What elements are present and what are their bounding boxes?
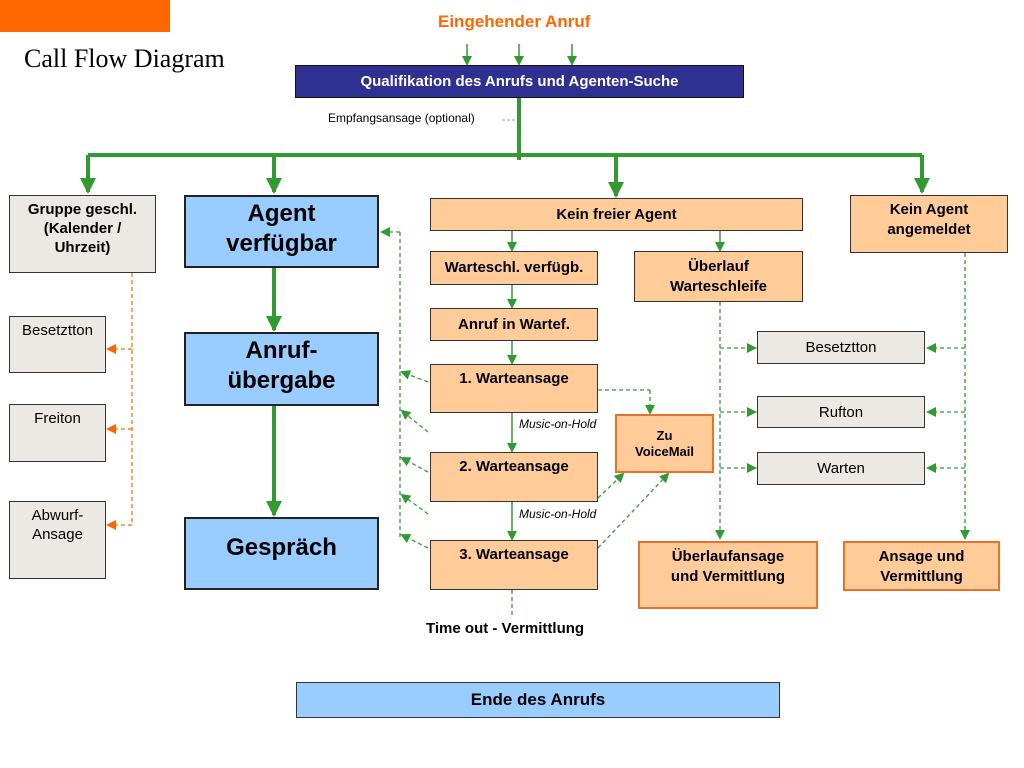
- call-in-queue-box: Anruf in Wartef.: [430, 308, 598, 341]
- overflow-ringing-box: Rufton: [757, 396, 925, 428]
- busy-tone-label: Besetztton: [22, 322, 93, 339]
- queue-available-box: Warteschl. verfügb.: [430, 251, 598, 285]
- overflow-queue-label: Überlauf Warteschleife: [670, 257, 767, 295]
- free-tone-box: Freiton: [9, 404, 106, 462]
- end-of-call-label: Ende des Anrufs: [470, 690, 606, 709]
- call-in-queue-label: Anruf in Wartef.: [458, 315, 570, 333]
- overflow-waiting-box: Warten: [757, 452, 925, 485]
- reject-announcement-label: Abwurf- Ansage: [31, 507, 84, 543]
- queue-available-label: Warteschl. verfügb.: [444, 259, 584, 276]
- greeting-label: Empfangsansage (optional): [328, 111, 475, 125]
- busy-tone-box: Besetztton: [9, 316, 106, 373]
- call-handover-label: Anruf- übergabe: [227, 337, 336, 394]
- call-handover-box: Anruf- übergabe: [184, 332, 379, 406]
- announcement-1-label: 1. Warteansage: [459, 370, 569, 387]
- announcement-1-box: 1. Warteansage: [430, 364, 598, 413]
- voicemail-label: Zu VoiceMail: [634, 427, 694, 459]
- music-on-hold-label-1: Music-on-Hold: [519, 417, 597, 431]
- group-closed-box: Gruppe geschl. (Kalender / Uhrzeit): [9, 195, 156, 273]
- announcement-3-label: 3. Warteansage: [459, 546, 569, 563]
- qualification-label: Qualifikation des Anrufs und Agenten-Suc…: [360, 73, 679, 90]
- no-agent-logged-label: Kein Agent angemeldet: [887, 201, 971, 238]
- no-free-agent-label: Kein freier Agent: [556, 205, 677, 223]
- overflow-busy-box: Besetztton: [757, 331, 925, 364]
- overflow-waiting-label: Warten: [817, 460, 865, 477]
- incoming-call-label: Eingehender Anruf: [438, 12, 591, 31]
- end-of-call-box: Ende des Anrufs: [296, 682, 780, 718]
- page-title: Call Flow Diagram: [24, 44, 225, 73]
- corner-accent-bar: [0, 0, 170, 32]
- voicemail-box: Zu VoiceMail: [615, 414, 714, 473]
- agent-available-label: Agent verfügbar: [226, 200, 337, 257]
- announcement-transfer-box: Ansage und Vermittlung: [843, 541, 1000, 591]
- reject-announcement-box: Abwurf- Ansage: [9, 501, 106, 579]
- overflow-ringing-label: Rufton: [818, 403, 864, 421]
- overflow-queue-box: Überlauf Warteschleife: [634, 251, 803, 302]
- no-free-agent-box: Kein freier Agent: [430, 198, 803, 231]
- announcement-transfer-label: Ansage und Vermittlung: [878, 548, 965, 585]
- timeout-label: Time out - Vermittlung: [426, 620, 585, 637]
- qualification-box: Qualifikation des Anrufs und Agenten-Suc…: [295, 65, 744, 98]
- free-tone-label: Freiton: [34, 410, 81, 427]
- music-on-hold-label-2: Music-on-Hold: [519, 507, 597, 521]
- announcement-2-box: 2. Warteansage: [430, 452, 598, 502]
- conversation-box: Gespräch: [184, 517, 379, 590]
- no-agent-logged-box: Kein Agent angemeldet: [850, 195, 1008, 253]
- overflow-announcement-label: Überlaufansage und Vermittlung: [670, 548, 786, 585]
- group-closed-label: Gruppe geschl. (Kalender / Uhrzeit): [27, 201, 138, 256]
- announcement-2-label: 2. Warteansage: [459, 458, 569, 475]
- overflow-announcement-box: Überlaufansage und Vermittlung: [638, 541, 818, 609]
- agent-available-box: Agent verfügbar: [184, 195, 379, 268]
- announcement-3-box: 3. Warteansage: [430, 540, 598, 590]
- conversation-label: Gespräch: [226, 534, 337, 561]
- overflow-busy-label: Besetztton: [805, 339, 877, 356]
